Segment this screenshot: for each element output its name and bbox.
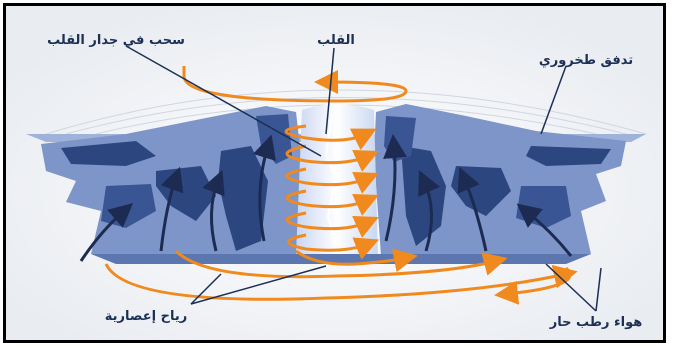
storm-base [91,254,591,264]
diagram-frame: سحب في جدار القلب القلب تدفق طخروري رياح… [3,3,666,343]
label-cyclonic-winds: رياح إعصارية [105,309,187,324]
hurricane-diagram: سحب في جدار القلب القلب تدفق طخروري رياح… [6,6,663,340]
label-eye-wall-clouds: سحب في جدار القلب [47,33,185,48]
label-outflow: تدفق طخروري [539,53,633,68]
label-warm-moist-air: هواء رطب حار [549,315,643,330]
label-eye: القلب [317,33,355,48]
